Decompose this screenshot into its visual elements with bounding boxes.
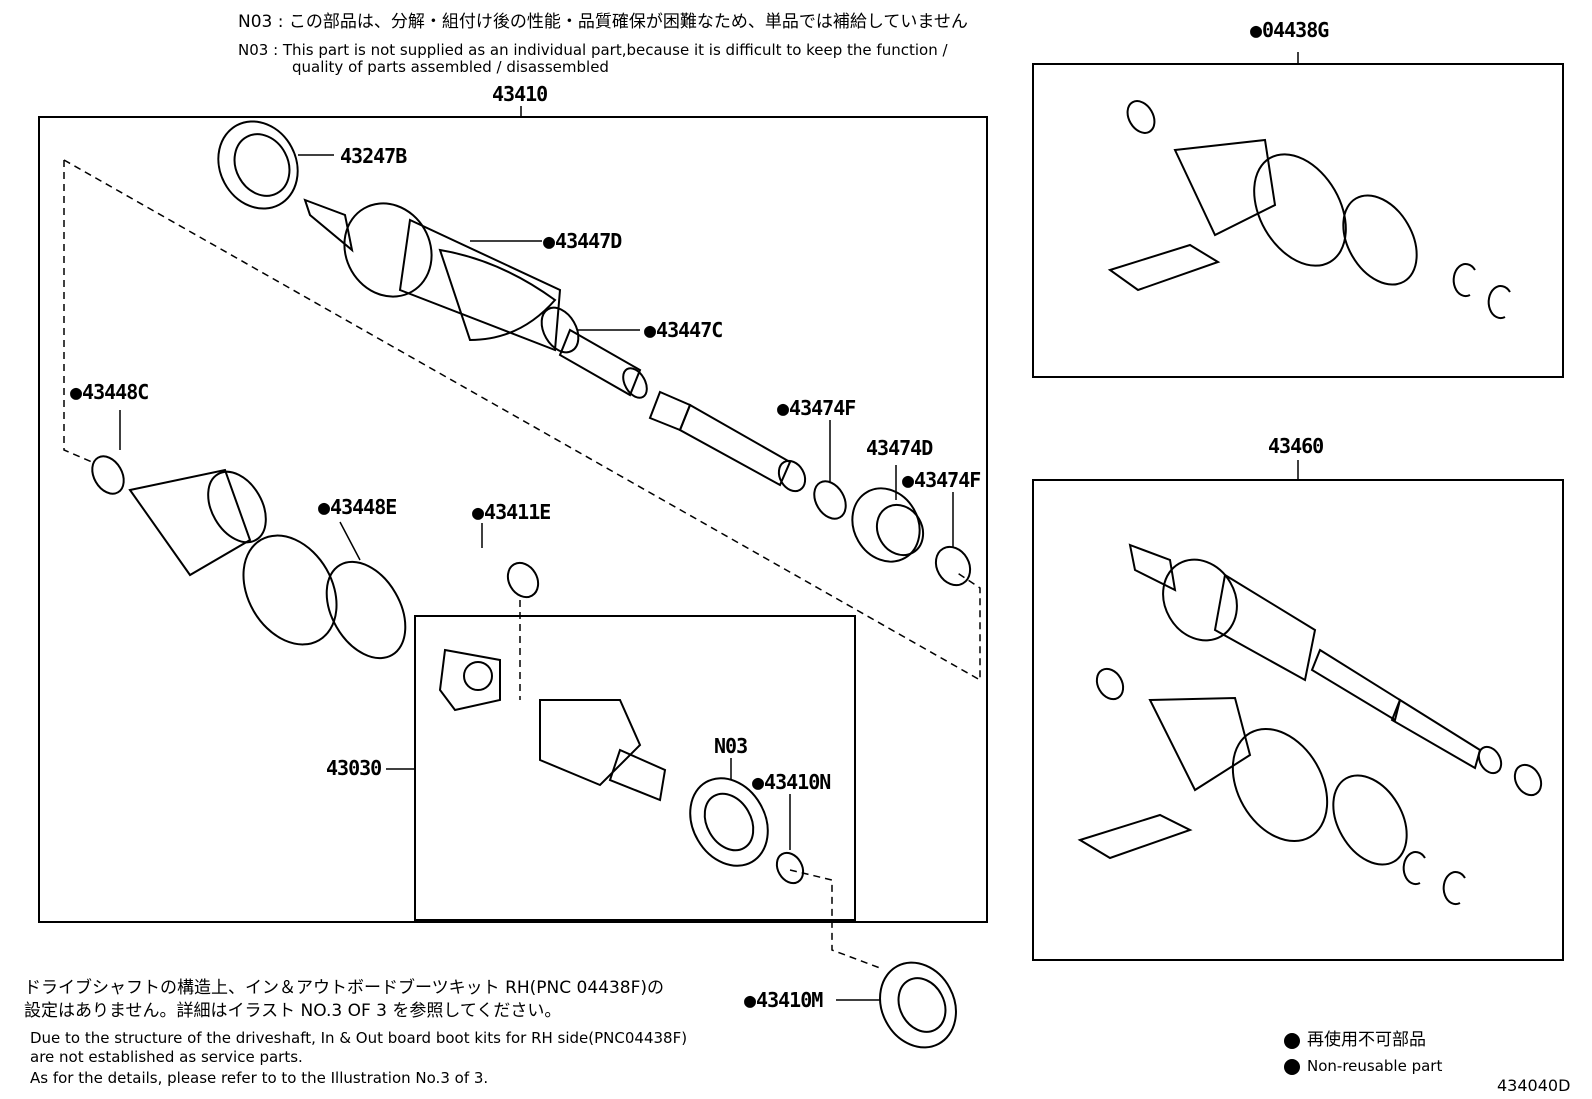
kit-box-04438G bbox=[1032, 63, 1564, 378]
label-43448E: 43448E bbox=[318, 497, 397, 517]
label-43030: 43030 bbox=[326, 756, 382, 780]
leader-lines bbox=[119, 52, 1299, 1001]
label-43447C: 43447C bbox=[644, 320, 723, 340]
label-43410: 43410 bbox=[492, 82, 548, 106]
bottom-note-en-line2: are not established as service parts. bbox=[30, 1048, 303, 1066]
label-43474D: 43474D bbox=[866, 436, 933, 460]
label-04438G: 04438G bbox=[1250, 20, 1329, 40]
label-43410N: 43410N bbox=[752, 772, 831, 792]
label-N03: N03 bbox=[714, 734, 748, 758]
bearing-43247B bbox=[217, 120, 299, 210]
label-43411E: 43411E bbox=[472, 502, 551, 522]
label-43474F-bottom: 43474F bbox=[902, 470, 981, 490]
note-n03-en-line2: quality of parts assembled / disassemble… bbox=[292, 58, 609, 76]
label-43447D: 43447D bbox=[543, 231, 622, 251]
label-43448C: 43448C bbox=[70, 382, 149, 402]
note-n03-jp: N03 : この部品は、分解・組付け後の性能・品質確保が困難なため、単品では補給… bbox=[238, 12, 968, 32]
kit-04438G-parts bbox=[1107, 100, 1511, 320]
bottom-note-jp-line2: 設定はありません。詳細はイラスト NO.3 OF 3 を参照してください。 bbox=[24, 1001, 562, 1021]
dashed-outline bbox=[63, 159, 981, 969]
bearing-43410M bbox=[879, 961, 957, 1049]
bottom-note-en-line1: Due to the structure of the driveshaft, … bbox=[30, 1029, 688, 1047]
label-43474F-top: 43474F bbox=[777, 398, 856, 418]
label-43410M: 43410M bbox=[744, 990, 823, 1010]
label-43247B: 43247B bbox=[340, 144, 407, 168]
legend-dot-en bbox=[1284, 1059, 1300, 1075]
outer-boot-43448 bbox=[91, 455, 540, 660]
label-43460: 43460 bbox=[1268, 434, 1324, 458]
rings-43474 bbox=[813, 480, 972, 587]
assembly-box-43410 bbox=[38, 116, 988, 923]
bottom-note-jp-line1: ドライブシャフトの構造上、イン＆アウトボードブーツキット RH(PNC 0443… bbox=[24, 978, 665, 998]
figure-id: 434040D bbox=[1497, 1076, 1571, 1095]
assembly-box-43460 bbox=[1032, 479, 1564, 961]
driveshaft-main bbox=[303, 198, 807, 493]
bottom-note-en-line3: As for the details, please refer to to t… bbox=[30, 1069, 489, 1087]
assembly-box-43030 bbox=[414, 615, 856, 921]
note-n03-en-line1: N03 : This part is not supplied as an in… bbox=[238, 41, 948, 59]
legend-jp: 再使用不可部品 bbox=[1307, 1030, 1426, 1050]
inner-joint-43030 bbox=[438, 648, 805, 885]
legend-dot-jp bbox=[1284, 1033, 1300, 1049]
assembly-43460-parts bbox=[1077, 543, 1543, 906]
legend-en: Non-reusable part bbox=[1307, 1057, 1443, 1075]
